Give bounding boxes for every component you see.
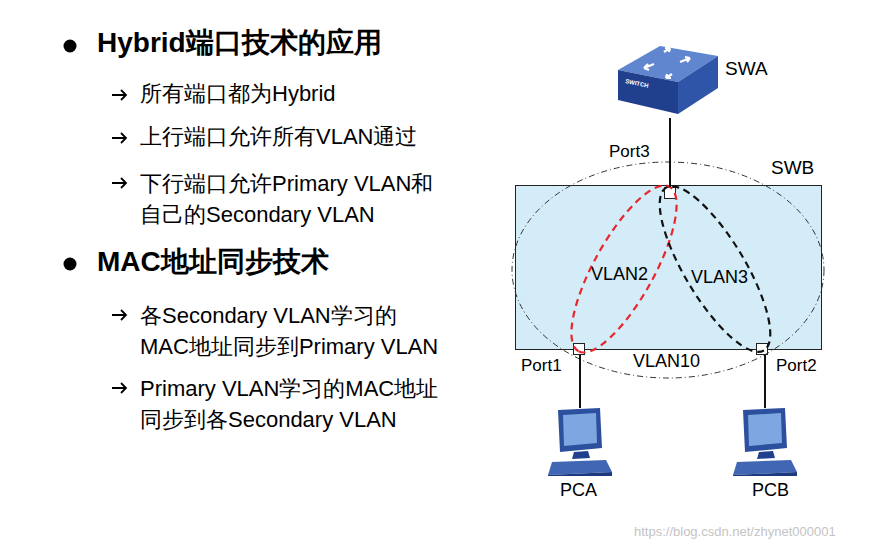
bullet-item: 上行端口允许所有VLAN通过 <box>140 124 417 150</box>
switch-front <box>618 70 678 114</box>
node-label: Port1 <box>521 356 562 376</box>
arrow-marker <box>112 310 126 320</box>
bullet-item: Primary VLAN学习的MAC地址 同步到各Secondary VLAN <box>140 373 510 435</box>
pc-keyboard-edge <box>548 472 612 476</box>
arrow-marker <box>112 133 126 143</box>
vlan-label: VLAN2 <box>591 264 648 286</box>
port-square: Port2 <box>756 343 768 355</box>
port-square: Port1 <box>573 343 585 355</box>
link-wire <box>579 355 581 408</box>
node-label: SWB <box>771 157 814 180</box>
switch-side <box>678 56 718 114</box>
arrow-markers <box>112 90 126 393</box>
icon-text: SWITCH <box>625 78 650 90</box>
arrow-marker <box>112 383 126 393</box>
switch-arrows <box>644 48 690 78</box>
vlan10-ellipse <box>512 162 824 378</box>
bullet-dot <box>64 258 77 271</box>
node-label: PCA <box>560 480 597 502</box>
vlan2-ellipse <box>552 172 696 366</box>
pc-keyboard-edge <box>733 472 797 476</box>
pc-keyboard <box>548 460 612 475</box>
pc-keyboard <box>733 460 797 475</box>
pc-monitor <box>743 408 787 452</box>
node-label: PCB <box>752 480 789 502</box>
watermark: https://blog.csdn.net/zhynet000001 <box>634 524 836 540</box>
pc-monitor <box>558 408 602 452</box>
pc-icon <box>733 408 797 476</box>
bullet-item: 各Secondary VLAN学习的 MAC地址同步到Primary VLAN <box>140 300 510 362</box>
vlan-label: VLAN10 <box>633 351 700 373</box>
pc-icon <box>548 408 612 476</box>
port-square: Port3 <box>664 187 676 199</box>
pc-screen <box>748 413 782 446</box>
pc-node: PCB <box>733 408 797 476</box>
switch-box: Port3Port1Port2SWB <box>515 185 822 350</box>
bullet-dot <box>64 40 77 53</box>
pc-stand <box>757 451 775 459</box>
section-heading: Hybrid端口技术的应用 <box>97 26 382 60</box>
link-wire <box>764 355 766 408</box>
node-label: Port2 <box>776 356 817 376</box>
arrow-marker <box>112 178 126 188</box>
section-heading: MAC地址同步技术 <box>97 245 329 279</box>
link-wire <box>669 118 671 187</box>
node-label: Port3 <box>609 142 650 162</box>
pc-screen <box>563 413 597 446</box>
node-label: SWA <box>725 58 768 81</box>
pc-stand <box>572 451 590 459</box>
bullet-item: 所有端口都为Hybrid <box>140 81 336 107</box>
bullet-item: 下行端口允许Primary VLAN和 自己的Secondary VLAN <box>140 168 510 230</box>
vlan-label: VLAN3 <box>691 267 748 289</box>
arrow-marker <box>112 90 126 100</box>
vlan3-ellipse <box>640 172 789 366</box>
pc-node: PCA <box>548 408 612 476</box>
